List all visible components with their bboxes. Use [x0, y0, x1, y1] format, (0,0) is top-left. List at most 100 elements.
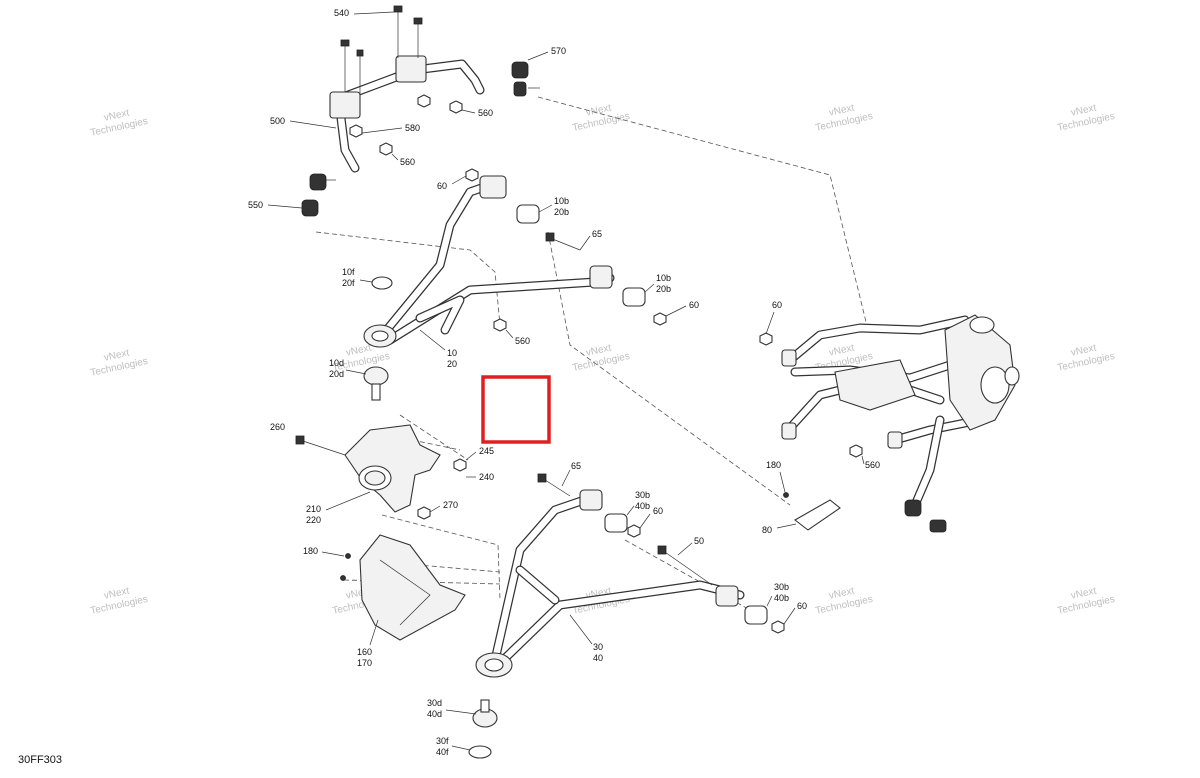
fastener: [340, 575, 346, 581]
nut: [771, 620, 785, 634]
nut: [849, 444, 863, 458]
watermark-text: vNext: [1070, 586, 1098, 602]
bolt-head: [413, 17, 423, 25]
callout-40b-a: 40b: [635, 501, 650, 511]
callout-60-b: 60: [689, 300, 699, 310]
callout-50: 50: [694, 536, 704, 546]
arm-bushing-housing: [589, 265, 613, 289]
watermark-text: vNext: [103, 108, 131, 124]
callout-10: 10: [447, 348, 457, 358]
callout-10d: 10d: [329, 358, 344, 368]
upper-a-arm: [363, 168, 667, 401]
watermark-text: vNext: [828, 103, 856, 119]
arm-bushing: [516, 204, 540, 224]
callout-20: 20: [447, 359, 457, 369]
callout-10f: 10f: [342, 267, 355, 277]
ball-joint-lower: [472, 699, 498, 728]
callout-580: 580: [405, 123, 420, 133]
ball-joint-upper: [363, 366, 389, 401]
stabilizer-bushing-block: [329, 91, 361, 119]
callout-40d: 40d: [427, 709, 442, 719]
callout-60-c: 60: [653, 506, 663, 516]
bolt-head: [356, 49, 364, 57]
callout-210: 210: [306, 504, 321, 514]
nut: [759, 332, 773, 346]
callout-20b-b: 20b: [656, 284, 671, 294]
skid-guard-plate: [340, 534, 466, 641]
steering-knuckle: [295, 424, 467, 520]
callout-550: 550: [248, 200, 263, 210]
arm-bushing-housing: [579, 489, 603, 511]
callout-560-c: 560: [515, 336, 530, 346]
nut: [379, 142, 393, 156]
callout-65-b: 65: [571, 461, 581, 471]
assembled-suspension-view: [759, 314, 1020, 533]
callout-65-a: 65: [592, 229, 602, 239]
nut: [417, 506, 431, 520]
stabilizer-link-lower: [301, 173, 336, 217]
callout-30f: 30f: [436, 736, 449, 746]
callout-20d: 20d: [329, 369, 344, 379]
bolt-head: [393, 5, 403, 13]
retaining-ring: [468, 745, 492, 759]
figure-code: 30FF303: [18, 754, 63, 766]
arm-bushing: [604, 513, 628, 533]
callout-60-d: 60: [797, 601, 807, 611]
link-80: [783, 492, 841, 531]
stabilizer-bar-assembly: [301, 5, 540, 217]
callout-40b-b: 40b: [774, 593, 789, 603]
callout-160: 160: [357, 647, 372, 657]
callout-560-a: 560: [478, 108, 493, 118]
callout-80: 80: [762, 525, 772, 535]
callout-270: 270: [443, 500, 458, 510]
fastener: [345, 553, 351, 559]
watermark-text: vNext: [103, 348, 131, 364]
highlight-box: [481, 375, 551, 444]
callout-30b-b: 30b: [774, 582, 789, 592]
watermark-text: vNext: [1070, 343, 1098, 359]
watermark-text: vNext: [828, 586, 856, 602]
watermark-text: vNext: [585, 343, 613, 359]
callout-30d: 30d: [427, 698, 442, 708]
stabilizer-bushing-block: [395, 55, 427, 83]
watermark-text: vNext: [828, 343, 856, 359]
stabilizer-link-upper: [511, 61, 540, 97]
lower-a-arm: [468, 473, 785, 759]
callout-60-e: 60: [772, 300, 782, 310]
watermark-text: vNext: [585, 103, 613, 119]
callout-20b-a: 20b: [554, 207, 569, 217]
nut: [453, 458, 467, 472]
callout-570: 570: [551, 46, 566, 56]
callout-260: 260: [270, 422, 285, 432]
callout-20f: 20f: [342, 278, 355, 288]
callout-60-a: 60: [437, 181, 447, 191]
nut: [627, 524, 641, 538]
arm-bushing: [744, 605, 768, 625]
callout-220: 220: [306, 515, 321, 525]
part-callouts: 540 570 500 580 560 560 550 60 10b 20b 6…: [248, 8, 880, 757]
callout-180-b: 180: [766, 460, 781, 470]
watermark-text: vNext: [1070, 103, 1098, 119]
watermark-text: vNext: [345, 343, 373, 359]
arm-bushing-housing: [715, 585, 739, 607]
arm-bushing: [622, 287, 646, 307]
callout-245: 245: [479, 446, 494, 456]
nut: [449, 100, 463, 114]
callout-30: 30: [593, 642, 603, 652]
callout-40f: 40f: [436, 747, 449, 757]
arm-bushing-housing: [479, 175, 507, 199]
nut: [417, 94, 431, 108]
callout-500: 500: [270, 116, 285, 126]
callout-560-d: 560: [865, 460, 880, 470]
bolt-head: [340, 39, 350, 47]
callout-180-a: 180: [303, 546, 318, 556]
nut: [653, 312, 667, 326]
callout-10b-a: 10b: [554, 196, 569, 206]
callout-540: 540: [334, 8, 349, 18]
callout-40: 40: [593, 653, 603, 663]
nut: [465, 168, 479, 182]
callout-30b-a: 30b: [635, 490, 650, 500]
callout-10b-b: 10b: [656, 273, 671, 283]
callout-170: 170: [357, 658, 372, 668]
